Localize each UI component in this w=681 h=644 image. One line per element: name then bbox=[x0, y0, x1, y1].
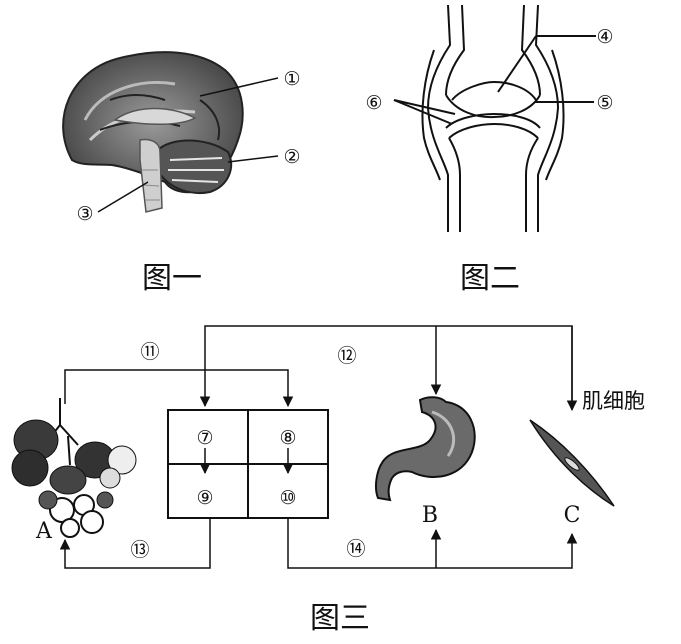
label-1: ① bbox=[283, 68, 300, 90]
path-14-label: ⑭ bbox=[346, 538, 365, 560]
figure2-caption: 图二 bbox=[460, 261, 520, 296]
label-5-text: ⑤ bbox=[596, 92, 613, 114]
label-5: ⑤ bbox=[596, 92, 613, 114]
stomach-illustration bbox=[376, 397, 475, 500]
label-6-text: ⑥ bbox=[365, 92, 382, 114]
joint-illustration bbox=[394, 5, 596, 232]
label-2-text: ② bbox=[283, 146, 300, 168]
chamber-10: ⑩ bbox=[279, 487, 296, 509]
label-2: ② bbox=[283, 146, 300, 168]
label-6: ⑥ bbox=[365, 92, 382, 114]
label-3: ③ bbox=[76, 203, 93, 225]
figure1-caption: 图一 bbox=[142, 261, 202, 296]
label-4: ④ bbox=[596, 26, 613, 48]
muscle-cell-illustration bbox=[530, 420, 614, 506]
heart-chambers-grid bbox=[168, 410, 328, 518]
path-11-label: ⑪ bbox=[140, 341, 159, 363]
path-12-line bbox=[205, 326, 572, 406]
chamber-7: ⑦ bbox=[196, 427, 213, 449]
organ-label-b: B bbox=[422, 503, 438, 528]
chamber-9: ⑨ bbox=[196, 487, 213, 509]
path-13-label: ⑬ bbox=[130, 539, 149, 561]
organ-label-c: C bbox=[564, 503, 581, 528]
path-12-label: ⑫ bbox=[337, 345, 356, 367]
path-11-line bbox=[65, 370, 288, 406]
organ-label-a: A bbox=[35, 519, 53, 544]
muscle-cell-text: 肌细胞 bbox=[582, 389, 645, 413]
label-4-text: ④ bbox=[596, 26, 613, 48]
label-1-text: ① bbox=[283, 68, 300, 90]
label-3-text: ③ bbox=[76, 203, 93, 225]
chamber-8: ⑧ bbox=[279, 427, 296, 449]
brain-illustration bbox=[63, 52, 278, 212]
figure3-caption: 图三 bbox=[310, 601, 370, 636]
lung-illustration bbox=[12, 398, 136, 537]
